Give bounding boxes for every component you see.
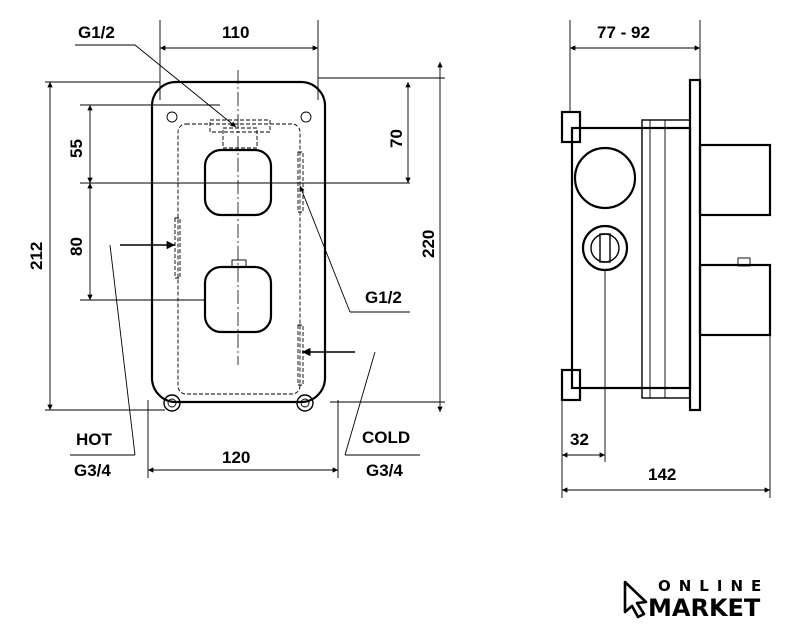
cursor-icon (623, 580, 648, 619)
dim-70: 70 (387, 129, 406, 148)
box-body (570, 126, 692, 390)
dim-55: 55 (67, 139, 86, 158)
dim-32: 32 (570, 430, 589, 449)
logo-line1: ONLINE (658, 577, 769, 595)
dim-110: 110 (222, 23, 249, 42)
dim-142: 142 (648, 465, 676, 484)
logo-line2: MARKET (648, 594, 761, 622)
mounting-lug (163, 394, 181, 412)
online-market-logo: ONLINE MARKET (623, 577, 769, 622)
mounting-lug (296, 394, 314, 412)
hot-thread: G3/4 (74, 461, 111, 480)
cold-thread: G3/4 (366, 461, 403, 480)
inlet-top-label: G1/2 (78, 23, 115, 42)
upper-spindle (698, 143, 772, 217)
inner-box-hidden (177, 123, 301, 395)
dim-120: 120 (222, 448, 250, 467)
outlet-port (573, 146, 637, 210)
dim-80: 80 (67, 237, 86, 256)
cold-label: COLD (362, 428, 410, 447)
housing-outline (150, 80, 327, 404)
dim-220: 220 (419, 230, 438, 258)
inlet-port (581, 224, 629, 272)
dim-212: 212 (27, 242, 46, 270)
dim-77-92: 77 - 92 (597, 23, 650, 42)
cover-plate (688, 78, 702, 412)
outlet-right-label: G1/2 (365, 288, 402, 307)
lower-spindle (698, 263, 772, 337)
side-view: 77 - 92 32 142 (560, 20, 772, 498)
front-view: 110 G1/2 70 220 55 80 212 HOT G3/4 (27, 20, 445, 480)
hot-label: HOT (76, 430, 113, 449)
